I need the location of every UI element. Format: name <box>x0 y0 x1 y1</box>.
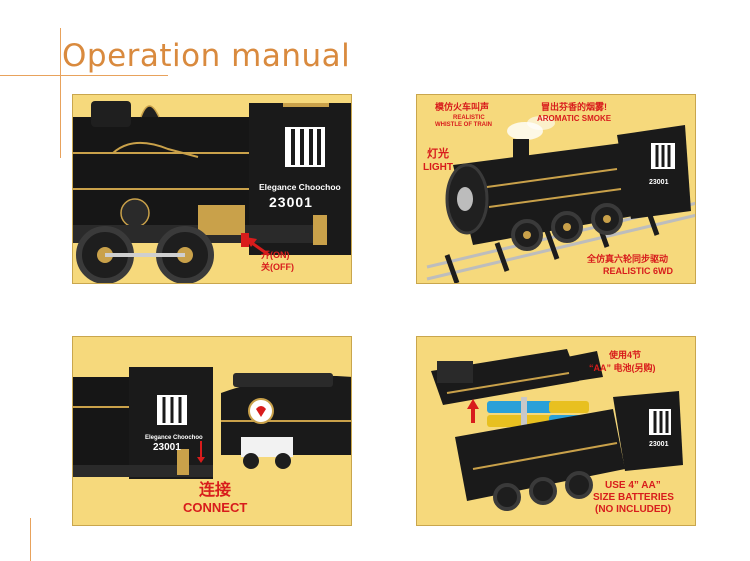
battery-label-en-1: USE 4” AA” <box>605 480 661 491</box>
panel-power-switch: Elegance Choochoo 23001 开(ON) 关(OFF) <box>72 94 352 284</box>
nameplate-number: 23001 <box>649 179 669 186</box>
coupling-illustration <box>73 367 351 479</box>
panel-connect: Elegance Choochoo 23001 连接 CONNECT <box>72 336 352 526</box>
page-title: Operation manual <box>62 38 351 74</box>
switch-on-label: 开(ON) <box>261 250 290 260</box>
battery-label-cn-2: “AA” 电池(另购) <box>589 363 656 373</box>
battery-label-en-3: (NO INCLUDED) <box>595 504 672 515</box>
drive-label-en: REALISTIC 6WD <box>603 266 674 276</box>
whistle-label-en-1: REALISTIC <box>453 115 485 121</box>
switch-off-label: 关(OFF) <box>261 262 294 272</box>
light-label-en: LIGHT <box>423 162 453 173</box>
nameplate-number: 23001 <box>153 442 181 453</box>
smoke-label-en: AROMATIC SMOKE <box>537 114 612 123</box>
light-label-cn: 灯光 <box>427 148 449 160</box>
nameplate-text: Elegance Choochoo <box>259 182 341 192</box>
smoke-label-cn: 冒出芬香的烟雾! <box>541 102 607 112</box>
decor-line-horizontal <box>0 75 168 76</box>
panel-batteries: 使用4节 “AA” 电池(另购) 23001 USE 4” AA” SIZE B… <box>416 336 696 526</box>
locomotive-closeup-illustration <box>73 101 351 283</box>
whistle-label-cn: 模仿火车叫声 <box>435 102 490 112</box>
locomotive-on-track-illustration <box>426 116 695 283</box>
nameplate-number: 23001 <box>269 194 313 210</box>
decor-line-vertical-top <box>60 28 61 158</box>
panel-features: 模仿火车叫声 REALISTIC WHISTLE OF TRAIN 冒出芬香的烟… <box>416 94 696 284</box>
connect-label-cn: 连接 <box>199 482 232 499</box>
decor-line-vertical-bottom <box>30 518 31 561</box>
battery-label-cn-1: 使用4节 <box>609 350 642 360</box>
battery-label-en-2: SIZE BATTERIES <box>593 492 674 503</box>
connect-label-en: CONNECT <box>183 500 248 515</box>
battery-installation-illustration <box>431 349 683 511</box>
nameplate-number: 23001 <box>649 441 669 448</box>
whistle-label-en-2: WHISTLE OF TRAIN <box>435 122 492 128</box>
nameplate-text: Elegance Choochoo <box>145 435 203 441</box>
drive-label-cn: 全仿真六轮同步驱动 <box>587 254 669 264</box>
